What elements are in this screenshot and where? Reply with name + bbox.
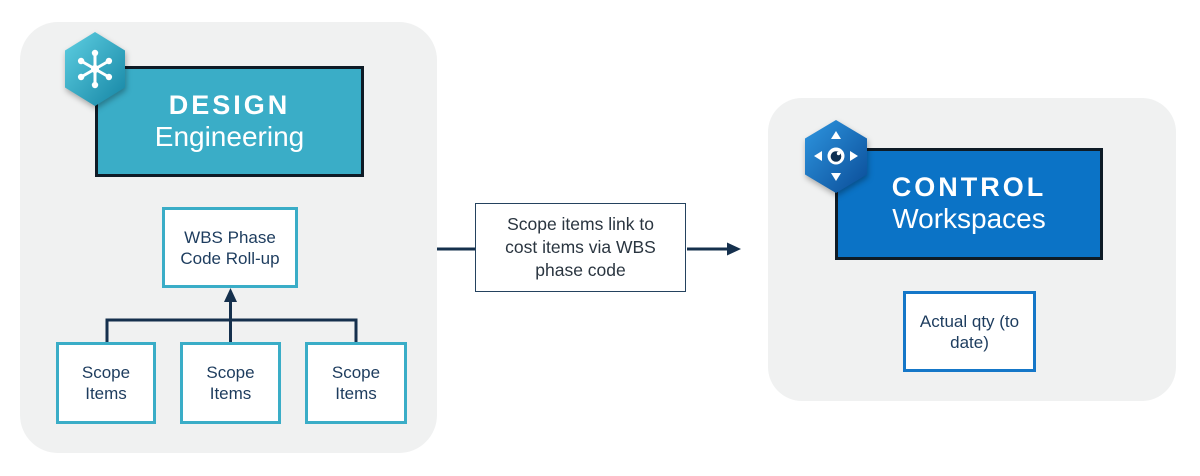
control-subtitle: Workspaces (892, 203, 1046, 234)
design-title: DESIGN (168, 89, 291, 120)
molecule-network-icon (77, 49, 113, 89)
actual-qty-label: Actual qty (to date) (919, 311, 1020, 352)
scope-items-label: Scope Items (331, 363, 381, 403)
flow-label-box: Scope items link to cost items via WBS p… (475, 203, 686, 292)
design-badge (65, 32, 125, 106)
scope-items-label: Scope Items (81, 363, 131, 403)
pan-view-icon (814, 131, 858, 181)
actual-qty-box: Actual qty (to date) (903, 291, 1036, 372)
scope-items-box-2: Scope Items (180, 342, 281, 424)
right-arrowhead-icon (727, 242, 741, 256)
control-badge (805, 120, 867, 193)
control-product-box: CONTROL Workspaces (835, 148, 1103, 260)
scope-items-box-1: Scope Items (56, 342, 156, 424)
control-title: CONTROL (891, 172, 1047, 202)
wbs-phase-code-rollup-box: WBS Phase Code Roll-up (162, 207, 298, 288)
wbs-label: WBS Phase Code Roll-up (180, 227, 280, 268)
scope-items-label: Scope Items (206, 363, 255, 403)
design-product-box: DESIGN Engineering (95, 66, 364, 177)
flow-label-text: Scope items link to cost items via WBS p… (505, 214, 656, 280)
design-subtitle: Engineering (154, 120, 305, 152)
scope-items-box-3: Scope Items (305, 342, 407, 424)
